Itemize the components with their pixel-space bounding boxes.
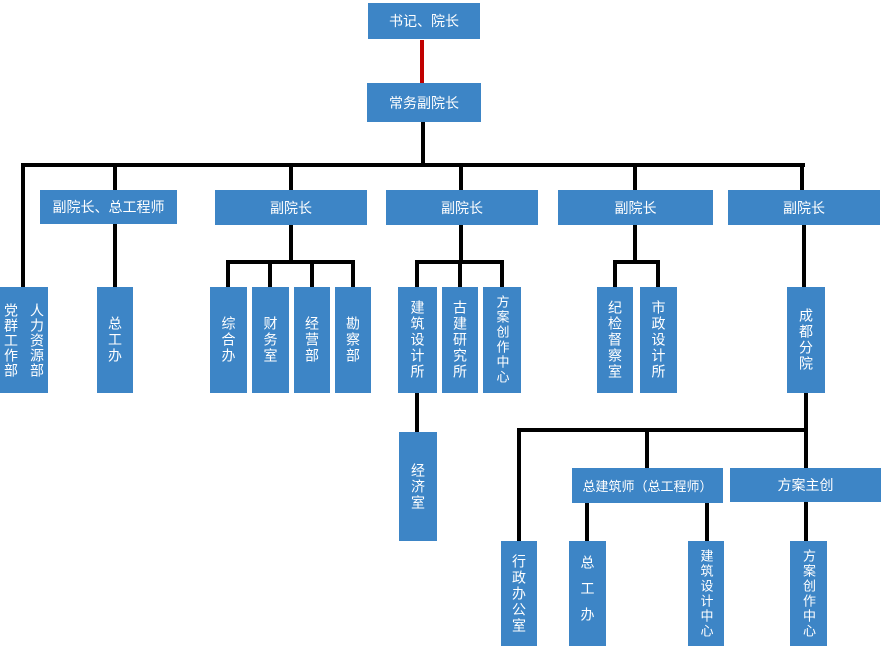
node-vice-dean-4: 副院长	[558, 190, 713, 225]
node-scheme-lead: 方案主创	[730, 468, 881, 502]
node-chief-engineer-office: 总工办	[97, 287, 133, 393]
connector-chengdu-chief-architect	[645, 432, 649, 468]
connector-chief-architect-design-center	[705, 503, 709, 541]
connector-vd4-horizontal	[613, 260, 660, 264]
connector-vd2-finance-office	[268, 262, 272, 287]
node-arch-design-center: 建筑设计中心	[688, 541, 724, 646]
node-party-mass-dept-label: 党群工作部	[3, 302, 19, 378]
connector-main-horizontal	[21, 163, 805, 167]
connector-vd2-survey	[351, 262, 355, 287]
node-finance-office: 财务室	[252, 287, 289, 393]
connector-vd4-discipline	[613, 262, 617, 287]
node-survey-dept: 勘察部	[335, 287, 371, 393]
node-vice-dean-chief-engineer: 副院长、总工程师	[40, 190, 177, 224]
node-vice-dean-2: 副院长	[215, 190, 367, 225]
node-secretary-dean: 书记、院长	[368, 3, 480, 39]
connector-chief-architect-office	[585, 503, 589, 541]
connector-vd3-arch-design	[415, 262, 419, 287]
connector-vd1-chief-eng-office	[113, 224, 117, 287]
connector-exec-stem	[421, 122, 425, 165]
connector-vd2-general-office	[226, 262, 230, 287]
node-admin-office: 行政办公室	[501, 541, 537, 646]
node-arch-design-institute: 建筑设计所	[398, 287, 437, 393]
node-branch-scheme-creation-center: 方案创作中心	[790, 541, 827, 646]
node-economy-office: 经济室	[399, 432, 437, 541]
connector-branch-vd4	[633, 167, 637, 190]
connector-vd2-stem	[289, 225, 293, 262]
node-municipal-design-institute: 市政设计所	[640, 287, 677, 393]
node-chengdu-branch: 成都分院	[787, 287, 825, 393]
connector-chengdu-scheme-lead	[804, 432, 808, 468]
connector-branch-vd2	[289, 167, 293, 190]
node-chief-architect: 总建筑师（总工程师）	[572, 468, 723, 503]
connector-vd2-operations	[310, 262, 314, 287]
connector-vd5-chengdu	[802, 225, 806, 287]
connector-chengdu-stem	[804, 393, 808, 430]
connector-vd4-stem	[633, 225, 637, 262]
node-general-office: 综合办	[210, 287, 247, 393]
connector-vd4-municipal	[656, 262, 660, 287]
node-discipline-inspection-office: 纪检督察室	[597, 287, 633, 393]
connector-vd2-horizontal	[226, 260, 355, 264]
node-branch-chief-engineer-office: 总工办	[569, 541, 606, 646]
connector-chengdu-admin-office	[517, 432, 521, 541]
node-exec-vice-dean: 常务副院长	[367, 83, 481, 122]
connector-vd3-ancient-arch	[458, 262, 462, 287]
node-vice-dean-3: 副院长	[386, 190, 538, 225]
node-vice-dean-5: 副院长	[728, 190, 880, 225]
connector-scheme-lead-creation-center	[804, 502, 808, 541]
connector-arch-design-economy	[415, 393, 419, 432]
connector-vd3-stem	[459, 225, 463, 262]
connector-root-exec	[420, 40, 424, 83]
connector-branch-vd1-top	[113, 167, 117, 190]
node-party-mass-and-hr: 党群工作部 人力资源部	[0, 287, 48, 393]
connector-vd3-scheme-center	[500, 262, 504, 287]
connector-chengdu-horizontal	[517, 428, 808, 432]
connector-branch-vd5	[800, 163, 804, 190]
connector-branch-party-mass	[21, 163, 25, 287]
node-ancient-arch-institute: 古建研究所	[442, 287, 478, 393]
node-hr-dept-label: 人力资源部	[29, 302, 45, 378]
connector-branch-vd3	[459, 167, 463, 190]
node-scheme-creation-center: 方案创作中心	[483, 287, 521, 393]
node-operations-dept: 经营部	[294, 287, 330, 393]
